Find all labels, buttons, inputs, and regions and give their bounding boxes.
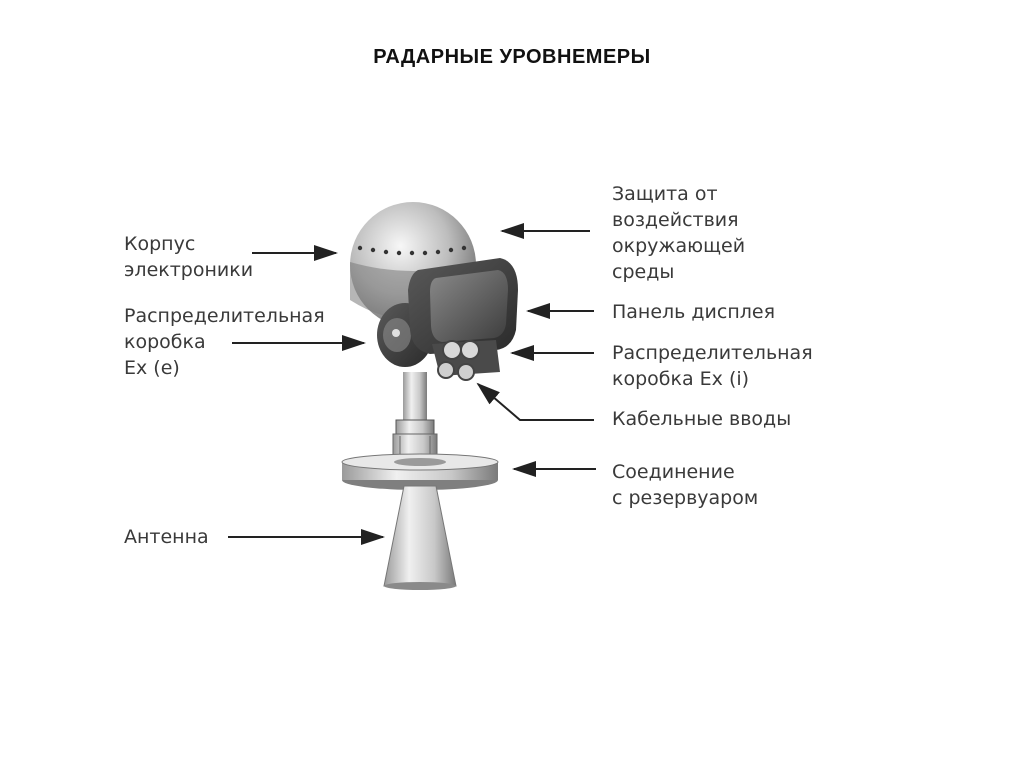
label-electronics-housing: Корпус электроники [124, 233, 254, 281]
label-display-panel: Панель дисплея [612, 301, 776, 323]
display-housing-part [408, 258, 518, 354]
label-environment-protection: Защита от воздействия окружающей среды [612, 183, 746, 283]
page-title: РАДАРНЫЕ УРОВНЕМЕРЫ [373, 46, 651, 68]
label-junction-box-ex-e: Распределительная коробка Ex (e) [124, 305, 325, 379]
flange-part [341, 453, 499, 490]
cable-entries-part [437, 340, 480, 381]
label-cable-entries: Кабельные вводы [612, 408, 792, 430]
antenna-horn-part [383, 485, 457, 590]
label-tank-connection: Соединение с резервуаром [612, 461, 759, 509]
junction-box-ex-i-part [432, 340, 500, 381]
arrow-cable-entries [476, 382, 594, 421]
stem-part [392, 372, 438, 463]
callout-arrows [228, 223, 596, 545]
label-antenna: Антенна [124, 526, 209, 548]
label-junction-box-ex-i: Распределительная коробка Ex (i) [612, 342, 813, 390]
